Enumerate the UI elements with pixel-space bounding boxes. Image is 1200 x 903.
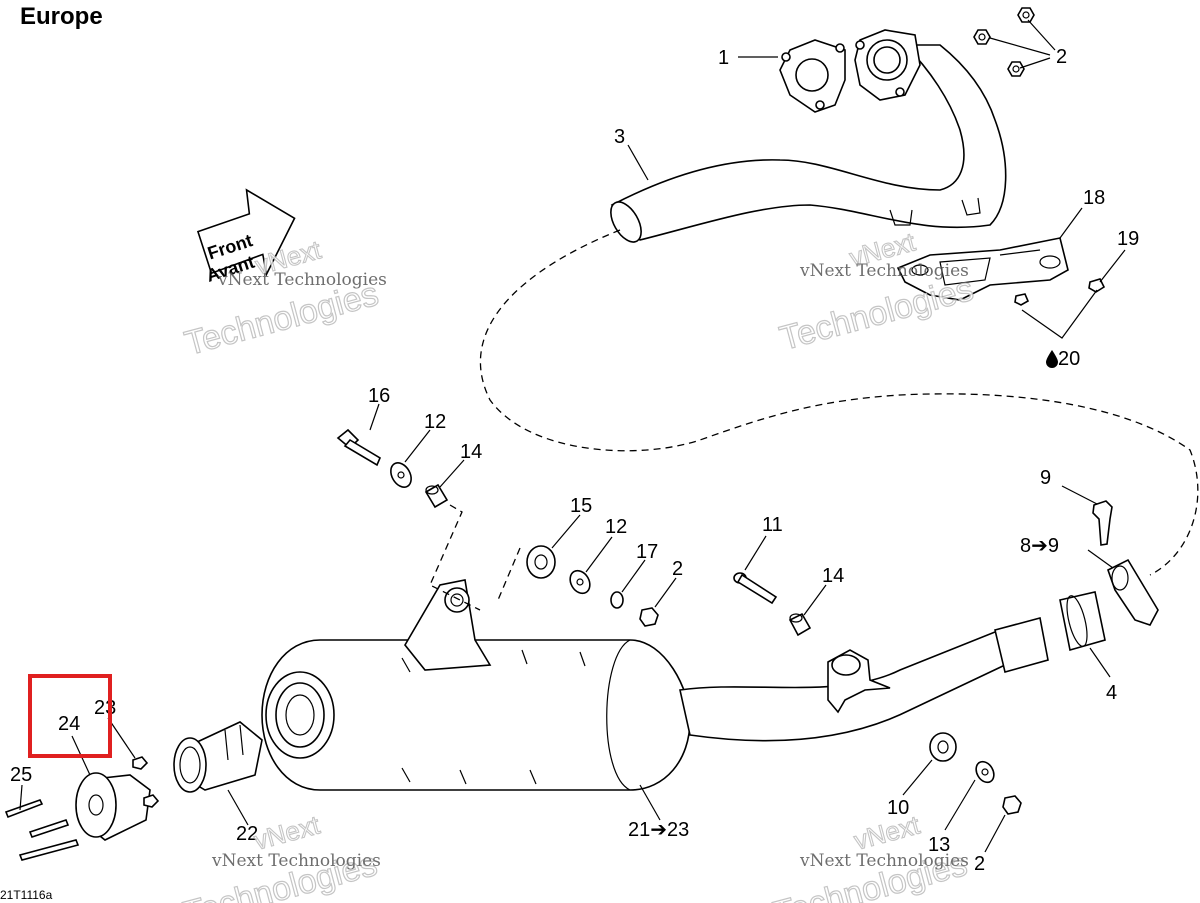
muffler-part[interactable]: [261, 579, 1006, 791]
clamp-sensor[interactable]: [1092, 500, 1159, 626]
highlight-box: [28, 674, 112, 758]
connection-pipe[interactable]: [994, 591, 1106, 673]
screws-19[interactable]: [1014, 278, 1106, 306]
watermark-caption: vNext Technologies: [799, 261, 969, 281]
callout-14-b: 14: [822, 565, 844, 587]
nut-2-bot[interactable]: [1002, 795, 1022, 815]
callout-10: 10: [887, 797, 909, 819]
callout-4: 4: [1106, 682, 1117, 704]
bolt-11[interactable]: [733, 572, 778, 605]
callout-21-23: 21➔23: [628, 819, 689, 841]
leader-lines: [19, 19, 1126, 853]
screws-25[interactable]: [4, 799, 80, 861]
callout-3: 3: [614, 126, 625, 148]
callout-2-top: 2: [1056, 46, 1067, 68]
header-pipe[interactable]: [605, 44, 1007, 247]
gasket-part[interactable]: [779, 39, 846, 113]
callout-12-b: 12: [605, 516, 627, 538]
mounting-bracket[interactable]: [827, 649, 891, 714]
callout-19: 19: [1117, 228, 1139, 250]
page-title: Europe: [20, 3, 103, 30]
oil-drop-icon: [1046, 350, 1058, 368]
callout-22: 22: [236, 823, 258, 845]
callouts: 1 2 3 18 19 20 16 12 14 15 12 17 2 11 14…: [10, 46, 1139, 875]
callout-25: 25: [10, 764, 32, 786]
watermark-2: vNext Technologies vNext Technologies: [775, 226, 978, 359]
screws-23[interactable]: [132, 756, 160, 808]
callout-2-bot: 2: [974, 853, 985, 875]
flange-part[interactable]: [854, 29, 921, 101]
grommet-15[interactable]: [526, 545, 556, 579]
watermark-vnext: vNext: [251, 809, 324, 855]
spacer-14-b[interactable]: [788, 612, 812, 637]
bolt-16[interactable]: [336, 428, 382, 467]
end-cap-24[interactable]: [75, 772, 151, 841]
callout-16: 16: [368, 385, 390, 407]
dash-upper-mount: [429, 504, 481, 611]
watermark-vnext: vNext: [851, 809, 924, 855]
callout-12-a: 12: [424, 411, 446, 433]
nut-2-mid[interactable]: [639, 607, 659, 627]
callout-24: 24: [58, 713, 80, 735]
watermark-3: vNext Technologies vNext Technologies: [179, 809, 382, 903]
callout-8-9: 8➔9: [1020, 535, 1059, 557]
callout-13: 13: [928, 834, 950, 856]
grommet-10[interactable]: [929, 732, 957, 762]
callout-23: 23: [94, 697, 116, 719]
heat-shield-part[interactable]: [896, 237, 1069, 301]
callout-11: 11: [762, 514, 783, 536]
watermark-technologies: Technologies: [776, 270, 978, 358]
callout-1: 1: [718, 47, 729, 69]
callout-2-mid: 2: [672, 558, 683, 580]
washer-13[interactable]: [973, 758, 998, 785]
watermark-caption: vNext Technologies: [211, 851, 381, 871]
drawing-code: 21T1116a: [0, 888, 53, 902]
callout-18: 18: [1083, 187, 1105, 209]
washer-12-a[interactable]: [387, 459, 416, 491]
bushing-17[interactable]: [610, 591, 624, 609]
spacer-14-a[interactable]: [424, 483, 449, 509]
callout-17: 17: [636, 541, 658, 563]
watermark-caption: vNext Technologies: [217, 270, 387, 290]
nuts-top[interactable]: [973, 7, 1035, 77]
routing-dashed-line: [479, 229, 1199, 576]
dash-mid-mount: [497, 547, 521, 601]
callout-14-a: 14: [460, 441, 482, 463]
callout-9: 9: [1040, 467, 1051, 489]
spark-arrestor-22[interactable]: [173, 721, 263, 793]
watermark-4: vNext Technologies vNext Technologies: [769, 809, 972, 903]
watermark-caption: vNext Technologies: [799, 851, 969, 871]
callout-15: 15: [570, 495, 592, 517]
washer-12-b[interactable]: [566, 567, 594, 597]
callout-20: 20: [1058, 348, 1080, 370]
